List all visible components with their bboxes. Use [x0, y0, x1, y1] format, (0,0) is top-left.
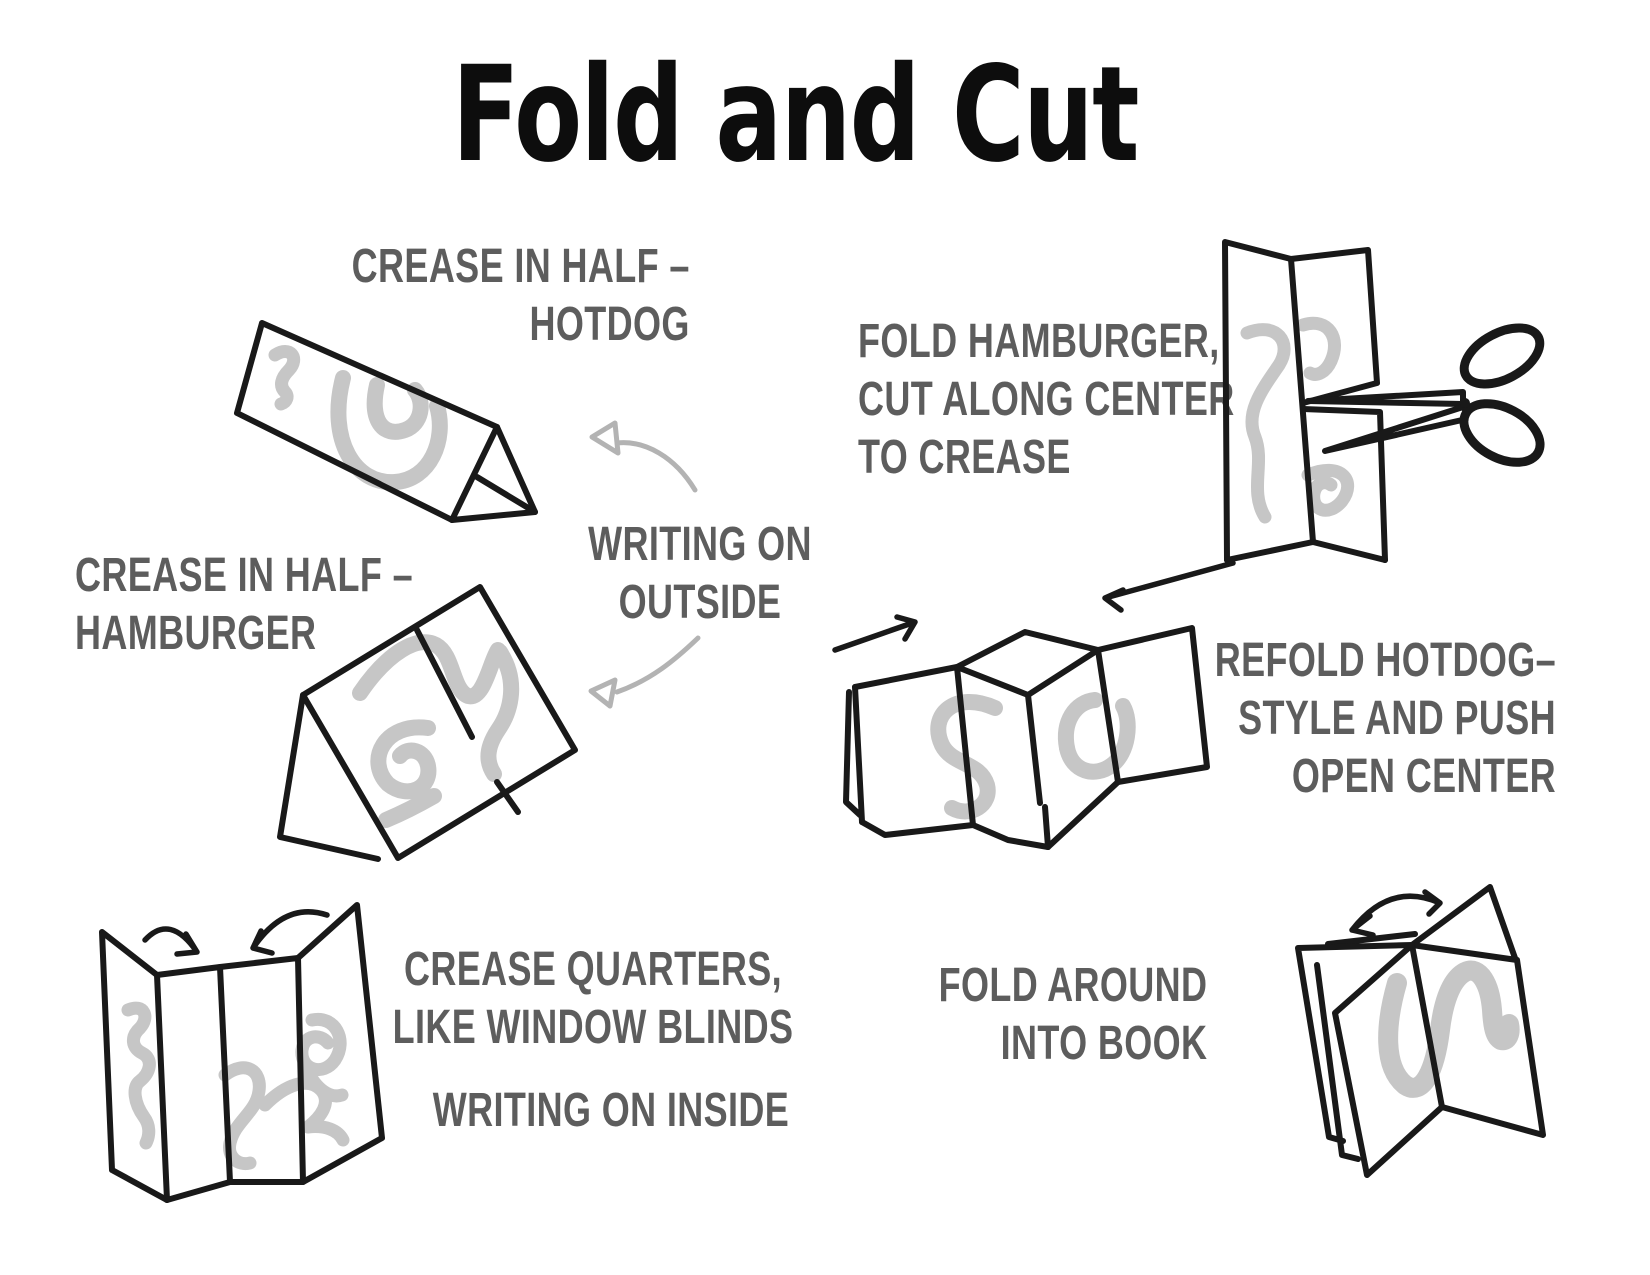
writing-outside-arrows	[588, 420, 701, 709]
label-writing-on-outside: WRITING ON OUTSIDE	[588, 518, 812, 630]
label-fold-hamburger-cut: FOLD HAMBURGER, CUT ALONG CENTER TO CREA…	[858, 315, 1235, 485]
paper-outline	[1222, 239, 1388, 563]
hamburger-fold-drawing	[277, 584, 578, 862]
fold-arrow-left-icon	[142, 926, 200, 957]
label-crease-quarters: CREASE QUARTERS, LIKE WINDOW BLINDS	[392, 943, 794, 1055]
window-blinds-drawing	[99, 902, 385, 1203]
push-open-center-drawing	[832, 560, 1236, 850]
writing-squiggles	[1240, 316, 1355, 524]
arrow-to-hamburger-icon	[588, 635, 701, 709]
label-crease-hotdog: CREASE IN HALF – HOTDOG	[351, 240, 690, 352]
page-title: Fold and Cut	[452, 38, 1139, 192]
scissors-icon	[1305, 323, 1545, 467]
arrow-to-hotdog-icon	[589, 420, 698, 493]
fold-arrow-right-icon	[250, 909, 330, 956]
writing-squiggles	[930, 692, 1136, 820]
paper-outline	[843, 625, 1210, 850]
paper-outline	[234, 320, 538, 523]
cut-along-center-drawing	[1222, 239, 1545, 563]
hotdog-fold-drawing	[234, 320, 538, 523]
label-refold-hotdog: REFOLD HOTDOG– STYLE AND PUSH OPEN CENTE…	[1214, 634, 1556, 804]
writing-squiggles	[352, 634, 520, 828]
paper-outline	[99, 902, 385, 1203]
writing-squiggles	[1378, 960, 1520, 1098]
inward-arrow-left-icon	[832, 614, 918, 653]
paper-outline	[277, 584, 578, 862]
writing-squiggles	[121, 1001, 350, 1171]
page-outlines	[1295, 884, 1546, 1178]
label-crease-hamburger: CREASE IN HALF – HAMBURGER	[75, 549, 414, 661]
inward-arrow-right-icon	[1102, 560, 1236, 613]
writing-squiggles	[268, 345, 448, 491]
book-drawing	[1295, 884, 1546, 1178]
turn-arrow-icon	[1349, 889, 1443, 938]
label-fold-around: FOLD AROUND INTO BOOK	[938, 959, 1207, 1071]
label-writing-on-inside: WRITING ON INSIDE	[432, 1084, 790, 1137]
